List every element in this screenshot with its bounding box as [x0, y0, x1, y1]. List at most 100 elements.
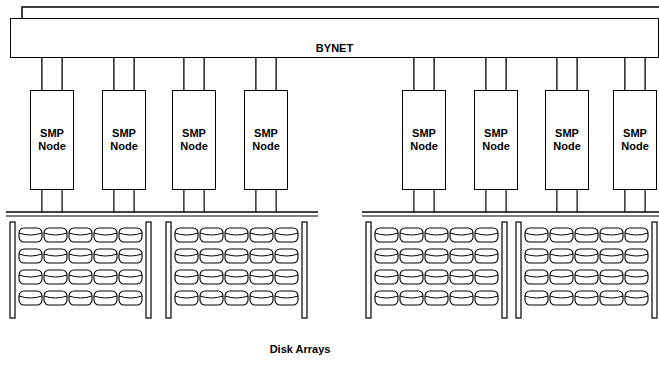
disk-drive — [375, 291, 398, 305]
disk-drive — [94, 249, 117, 263]
disk-drive-rim — [200, 254, 223, 256]
rack-rail — [166, 222, 171, 318]
disk-drive — [475, 249, 498, 263]
disk-drive — [575, 249, 598, 263]
node-label: SMP Node — [546, 127, 588, 153]
disk-drive — [175, 291, 198, 305]
disk-drive-rim — [94, 296, 117, 298]
disk-drive-rim — [275, 275, 298, 277]
disk-drive — [275, 291, 298, 305]
bus-drop — [485, 190, 486, 212]
disk-drive — [400, 270, 423, 284]
disk-drive — [175, 228, 198, 242]
disk-drive-rim — [450, 296, 473, 298]
disk-drive-rim — [175, 275, 198, 277]
rack-rail — [10, 222, 15, 318]
disk-drive — [119, 249, 142, 263]
disk-drive — [225, 249, 248, 263]
disk-drive — [200, 228, 223, 242]
disk-drive — [375, 228, 398, 242]
disk-drive-rim — [200, 275, 223, 277]
disk-drive — [119, 291, 142, 305]
node-label: SMP Node — [614, 127, 656, 153]
disk-drive — [550, 270, 573, 284]
disk-drive-rim — [44, 275, 67, 277]
bynet-link — [61, 58, 62, 90]
disk-drive — [425, 249, 448, 263]
disk-drive-rim — [250, 275, 273, 277]
node-label: SMP Node — [31, 127, 73, 153]
disk-drive-rim — [600, 296, 623, 298]
disk-drive-rim — [200, 233, 223, 235]
disk-drive — [44, 228, 67, 242]
disk-drive-rim — [450, 275, 473, 277]
bynet-link — [133, 58, 134, 90]
disk-drive — [94, 291, 117, 305]
rack-rail — [366, 222, 371, 318]
disk-drive — [375, 249, 398, 263]
disk-drive — [225, 291, 248, 305]
disk-drive — [94, 270, 117, 284]
node-label: BYNET — [316, 42, 353, 55]
disk-drive-rim — [119, 275, 142, 277]
disk-drive — [475, 270, 498, 284]
disk-drive — [575, 228, 598, 242]
storage-bus — [362, 216, 659, 217]
disk-drive-rim — [94, 275, 117, 277]
disk-drive-rim — [19, 296, 42, 298]
bynet-link — [41, 58, 42, 90]
disk-drive-rim — [375, 254, 398, 256]
bus-drop — [183, 190, 184, 212]
disk-drive — [625, 270, 648, 284]
bus-drop — [577, 190, 578, 212]
disk-drive — [119, 228, 142, 242]
disk-drive — [550, 228, 573, 242]
bus-drop — [413, 190, 414, 212]
smp-node-box: SMP Node — [244, 90, 288, 190]
disk-drive-rim — [375, 233, 398, 235]
disk-drive-rim — [175, 233, 198, 235]
disk-drive-rim — [475, 296, 498, 298]
disk-drive-rim — [425, 254, 448, 256]
bynet-link — [183, 58, 184, 90]
node-label: SMP Node — [403, 127, 445, 153]
disk-drive-rim — [575, 296, 598, 298]
disk-drive — [475, 291, 498, 305]
bus-drop — [113, 190, 114, 212]
disk-drive — [550, 249, 573, 263]
disk-drive — [625, 228, 648, 242]
disk-drive — [69, 270, 92, 284]
disk-drive-rim — [575, 254, 598, 256]
bus-drop — [41, 190, 42, 212]
disk-drive — [600, 249, 623, 263]
disk-drive — [600, 291, 623, 305]
bus-drop — [434, 190, 435, 212]
disk-drive-rim — [400, 296, 423, 298]
disk-drive-rim — [225, 296, 248, 298]
disk-drive — [525, 270, 548, 284]
storage-bus — [6, 211, 318, 213]
interconnect-band: BYNET — [10, 18, 659, 58]
disk-drive-rim — [625, 275, 648, 277]
disk-drive-rim — [575, 233, 598, 235]
disk-drive-rim — [425, 233, 448, 235]
disk-drive — [119, 270, 142, 284]
disk-drive-rim — [69, 233, 92, 235]
disk-drive-rim — [375, 275, 398, 277]
disk-drive — [44, 270, 67, 284]
disk-drive-rim — [575, 275, 598, 277]
disk-drive-rim — [69, 254, 92, 256]
bus-drop — [645, 190, 646, 212]
disk-drive — [94, 228, 117, 242]
disk-drive-rim — [425, 275, 448, 277]
disk-drive — [200, 291, 223, 305]
disk-drive — [19, 291, 42, 305]
disk-drive-rim — [19, 254, 42, 256]
disk-drive — [44, 291, 67, 305]
disk-drive-rim — [19, 233, 42, 235]
disk-drive — [275, 270, 298, 284]
disk-drive — [250, 228, 273, 242]
disk-drive-rim — [625, 233, 648, 235]
bus-drop — [204, 190, 205, 212]
disk-drive — [475, 228, 498, 242]
